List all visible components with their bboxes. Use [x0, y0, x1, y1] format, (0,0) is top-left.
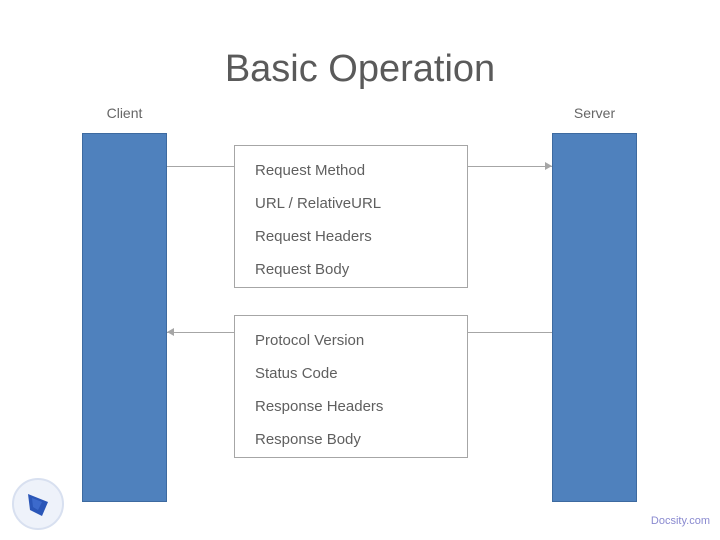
globe-logo-icon — [12, 478, 64, 530]
request-connector-right — [468, 166, 552, 167]
request-message-box: Request Method URL / RelativeURL Request… — [234, 145, 468, 288]
request-line-headers: Request Headers — [255, 228, 372, 245]
server-label: Server — [573, 105, 616, 121]
request-connector-left — [167, 166, 234, 167]
slide-title: Basic Operation — [224, 48, 496, 90]
request-line-url: URL / RelativeURL — [255, 195, 382, 212]
response-connector-left — [167, 332, 234, 333]
response-line-status: Status Code — [255, 365, 338, 382]
footer-link[interactable]: Docsity.com — [650, 515, 710, 527]
client-label: Client — [106, 105, 143, 121]
response-line-body: Response Body — [255, 431, 361, 448]
response-line-headers: Response Headers — [255, 398, 384, 415]
client-lifeline-bar — [82, 133, 167, 502]
arrow-to-server-icon — [545, 162, 552, 170]
response-line-protocol: Protocol Version — [255, 332, 365, 349]
request-line-method: Request Method — [255, 162, 366, 179]
request-line-body: Request Body — [255, 261, 350, 278]
response-connector-right — [468, 332, 552, 333]
server-lifeline-bar — [552, 133, 637, 502]
arrow-to-client-icon — [167, 328, 174, 336]
response-message-box: Protocol Version Status Code Response He… — [234, 315, 468, 458]
